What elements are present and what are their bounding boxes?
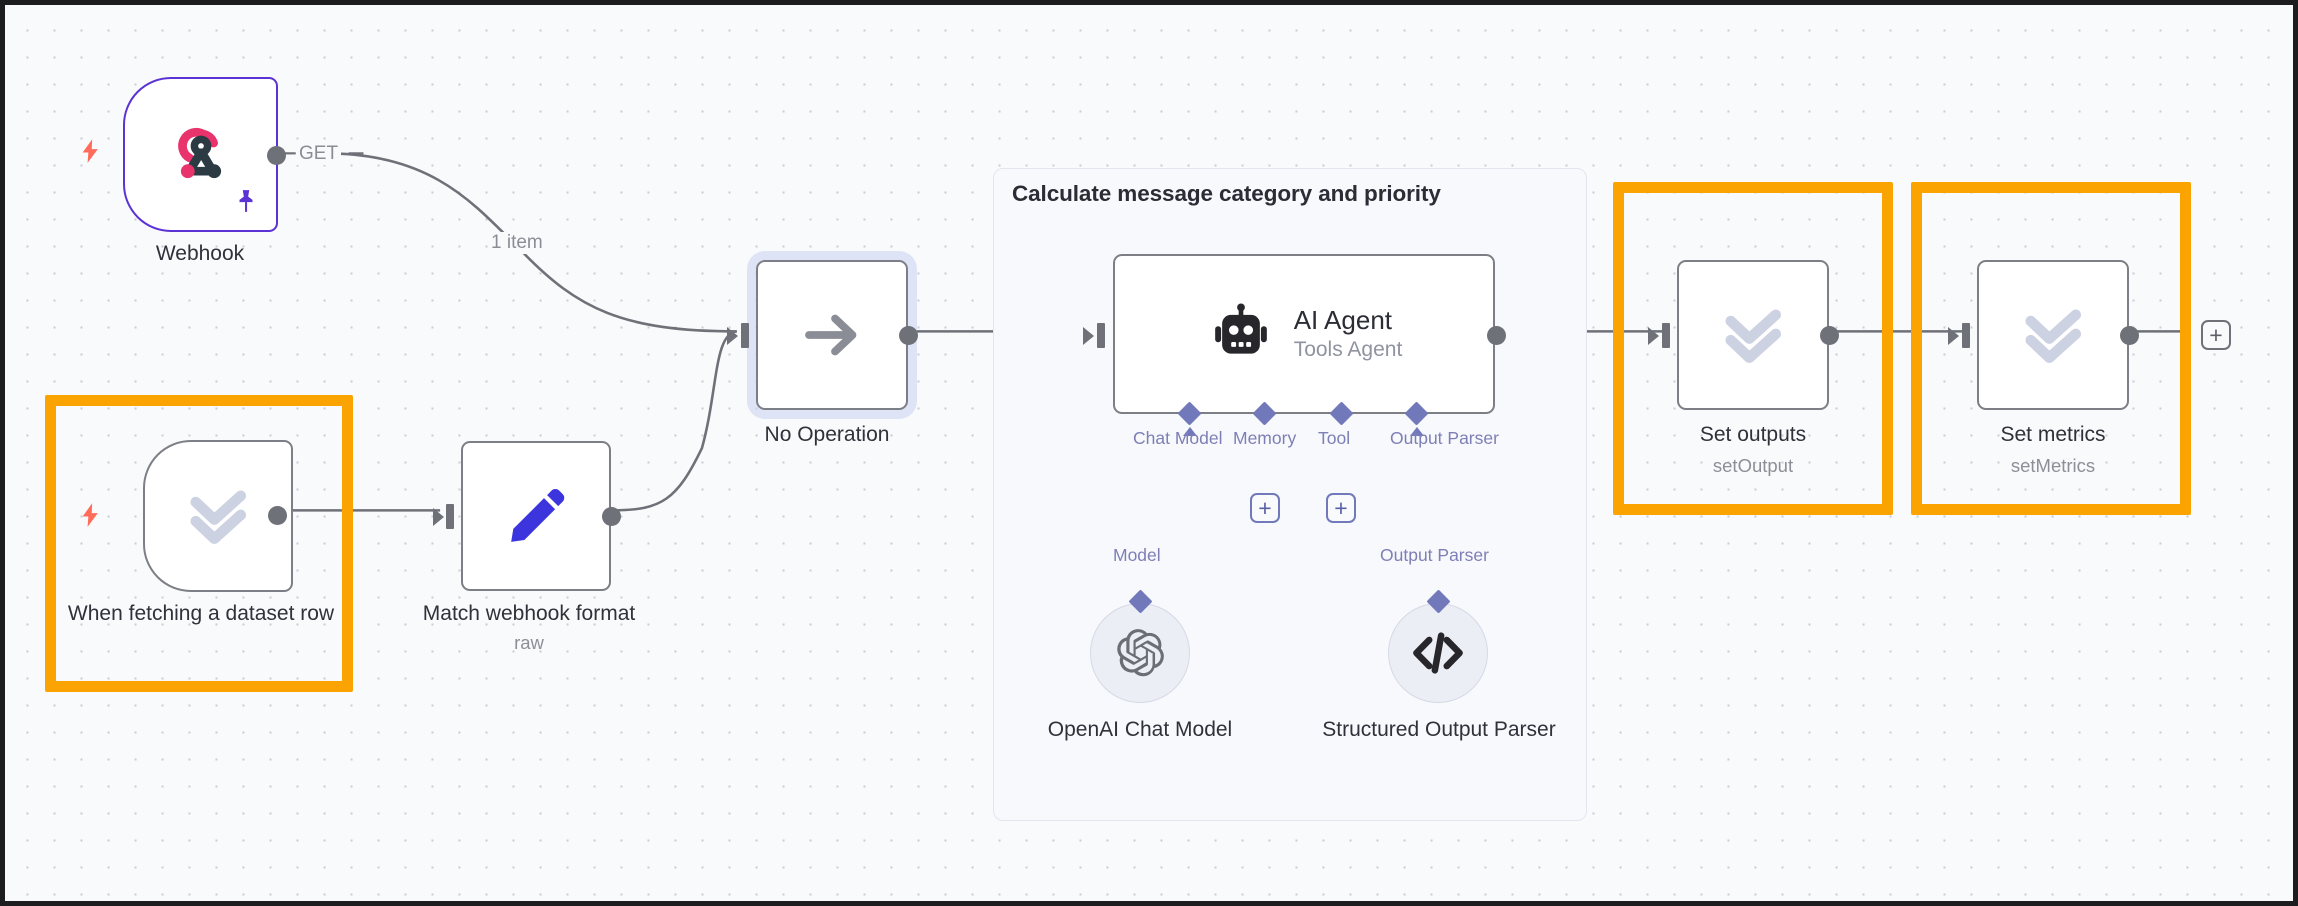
openai-icon	[1117, 629, 1164, 677]
node-label-set-metrics: Set metrics	[2000, 423, 2106, 446]
port-output-agent[interactable]	[1487, 326, 1506, 345]
node-set-metrics[interactable]	[1977, 260, 2129, 410]
node-label-webhook: Webhook	[155, 242, 245, 265]
node-webhook[interactable]	[123, 77, 278, 232]
port-output-set-metrics[interactable]	[2120, 326, 2139, 345]
port-diamond-arrow-chat-model	[1183, 427, 1197, 436]
port-output-webhook[interactable]	[267, 146, 286, 165]
add-node-button[interactable]: +	[2201, 320, 2231, 350]
node-ai-agent-box[interactable]: AI Agent Tools Agent	[1113, 254, 1495, 414]
lightning-bolt-icon	[82, 139, 98, 163]
port-input-noop[interactable]	[741, 323, 749, 348]
pin-icon-glyph	[239, 190, 253, 212]
port-input-set-metrics[interactable]	[1962, 323, 1970, 348]
port-input-set-outputs[interactable]	[1662, 323, 1670, 348]
node-structured-output-parser[interactable]	[1388, 603, 1488, 703]
port-input-arrow-set-metrics	[1948, 327, 1959, 345]
node-sublabel-set-metrics: setMetrics	[2010, 455, 2096, 476]
port-input-arrow-set-outputs	[1648, 327, 1659, 345]
port-diamond-arrow-output-parser	[1410, 427, 1424, 436]
node-set-outputs[interactable]	[1677, 260, 1829, 410]
node-label-set-outputs: Set outputs	[1699, 423, 1807, 446]
wire-label-get: GET	[296, 143, 342, 165]
trigger-bolt-icon-webhook	[77, 133, 104, 174]
port-label-memory: Memory	[1233, 428, 1297, 448]
highlight-box-set-metrics	[1911, 182, 2191, 515]
arrow-right-icon	[805, 314, 857, 356]
node-label-match-webhook-format: Match webhook format	[422, 602, 636, 625]
ai-agent-subtitle: Tools Agent	[1293, 338, 1403, 362]
robot-icon	[1214, 303, 1267, 354]
node-ai-agent[interactable]: AI Agent Tools Agent	[1113, 254, 1495, 414]
sub-wire-label-model: Model	[1113, 545, 1161, 565]
port-input-arrow-agent	[1083, 327, 1094, 345]
node-label-no-operation: No Operation	[764, 423, 890, 446]
add-memory-button[interactable]: +	[1250, 493, 1280, 523]
node-no-operation[interactable]	[756, 260, 908, 410]
lightning-bolt-icon	[82, 503, 98, 527]
port-output-noop[interactable]	[899, 326, 918, 345]
add-tool-button[interactable]: +	[1326, 493, 1356, 523]
node-sublabel-set-outputs: setOutput	[1712, 455, 1794, 476]
node-webhook-box[interactable]	[123, 77, 278, 232]
node-label-when-fetching-a-dataset-row: When fetching a dataset row	[67, 602, 335, 625]
port-output-dataset-trigger[interactable]	[268, 506, 287, 525]
node-set-metrics-box[interactable]	[1977, 260, 2129, 410]
trigger-bolt-icon-dataset	[77, 497, 104, 538]
port-input-arrow-noop	[727, 327, 738, 345]
code-brackets-icon	[1413, 632, 1463, 674]
node-label-openai-chat-model: OpenAI Chat Model	[1047, 718, 1233, 741]
webhook-icon	[177, 127, 221, 178]
port-output-set-outputs[interactable]	[1820, 326, 1839, 345]
ai-agent-text: AI Agent Tools Agent	[1294, 306, 1403, 362]
highlight-box-dataset-trigger	[45, 395, 353, 692]
port-input-match[interactable]	[446, 504, 454, 529]
sub-wire-label-output-parser: Output Parser	[1380, 545, 1489, 565]
port-input-agent[interactable]	[1097, 323, 1105, 348]
double-chevron-down-icon	[190, 490, 247, 545]
highlight-box-set-outputs	[1613, 182, 1893, 515]
pencil-icon	[511, 489, 565, 542]
port-label-chat-model: Chat Model	[1133, 428, 1223, 448]
port-input-arrow-match	[433, 508, 444, 526]
node-label-structured-output-parser: Structured Output Parser	[1322, 718, 1556, 741]
agent-group-title: Calculate message category and priority	[1012, 181, 1441, 206]
double-chevron-down-icon	[2025, 309, 2082, 364]
node-no-operation-box[interactable]	[756, 260, 908, 410]
node-set-outputs-box[interactable]	[1677, 260, 1829, 410]
port-label-output-parser: Output Parser	[1390, 428, 1499, 448]
ai-agent-content: AI Agent Tools Agent	[1206, 303, 1403, 365]
node-openai-chat-model[interactable]	[1090, 603, 1190, 703]
ai-agent-title: AI Agent	[1293, 305, 1393, 336]
pin-icon	[233, 185, 259, 222]
port-output-match[interactable]	[602, 507, 621, 526]
node-sublabel-match-webhook-format: raw	[514, 632, 544, 653]
double-chevron-down-icon	[1725, 309, 1782, 364]
wire-label-1-item: 1 item	[488, 232, 546, 254]
node-match-webhook-format-box[interactable]	[461, 441, 611, 591]
port-label-tool: Tool	[1318, 428, 1351, 448]
node-match-webhook-format[interactable]	[461, 441, 611, 591]
